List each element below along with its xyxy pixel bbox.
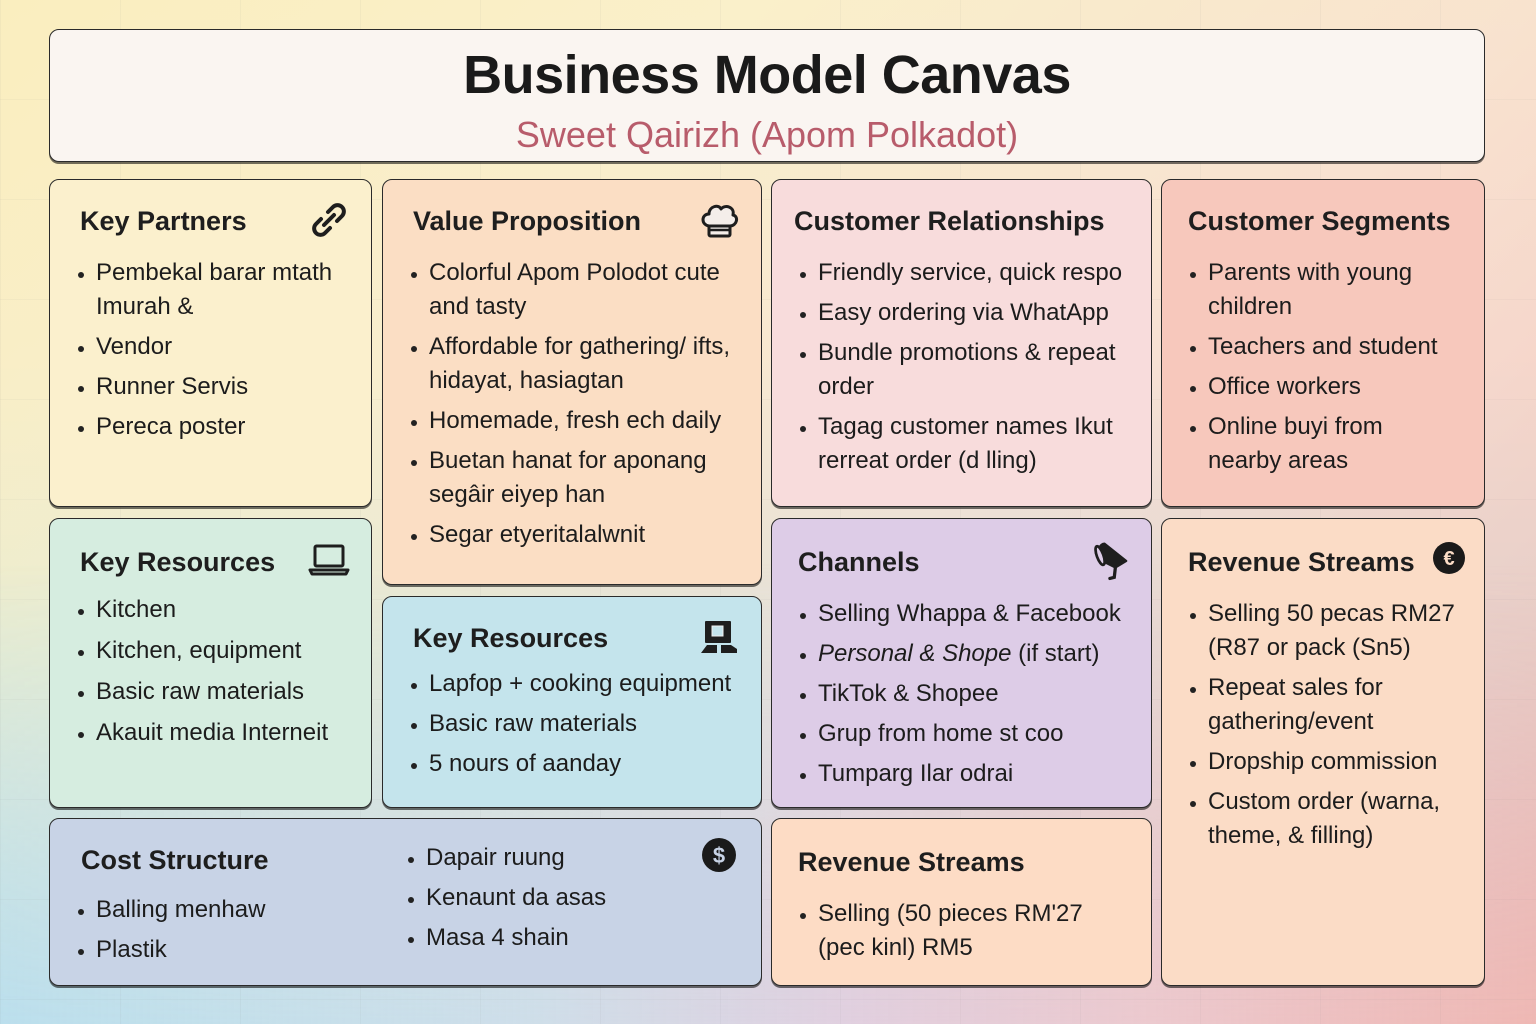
list-item: Dapair ruung bbox=[407, 841, 606, 875]
chef-hat-icon bbox=[697, 198, 741, 242]
workstation-icon bbox=[697, 615, 741, 659]
item-list: Kitchen Kitchen, equipment Basic raw mat… bbox=[78, 593, 345, 750]
list-item: Kitchen, equipment bbox=[78, 634, 345, 668]
cost-list-left: Balling menhaw Plastik bbox=[77, 893, 265, 973]
list-item: Personal & Shope (if start) bbox=[800, 637, 1125, 671]
list-item: Pembekal barar mtath Imurah & bbox=[78, 256, 345, 324]
block-title: Key Resources bbox=[413, 623, 609, 653]
customer-segments-block: Customer Segments Parents with young chi… bbox=[1161, 179, 1485, 507]
list-item: Basic raw materials bbox=[411, 707, 735, 741]
list-item: Buetan hanat for aponang segâir eiyep ha… bbox=[411, 444, 735, 512]
list-item-text: (if start) bbox=[1011, 640, 1100, 667]
block-title: Revenue Streams bbox=[798, 847, 1025, 877]
list-item: Selling Whappa & Facebook bbox=[800, 597, 1125, 631]
item-list: Selling (50 pieces RM'27 (pec kinl) RM5 bbox=[800, 897, 1125, 965]
list-item: Lapfop + cooking equipment bbox=[411, 667, 735, 701]
list-item: Pereca poster bbox=[78, 410, 345, 444]
block-title: Key Partners bbox=[80, 206, 247, 236]
megaphone-icon bbox=[1087, 537, 1131, 581]
list-item: Office workers bbox=[1190, 370, 1458, 404]
list-item: Tagag customer names Ikut rerreat order … bbox=[800, 410, 1125, 478]
list-item: Akauit media Interneit bbox=[78, 716, 345, 750]
block-title: Channels bbox=[798, 547, 920, 577]
item-list: Parents with young children Teachers and… bbox=[1190, 256, 1458, 478]
link-icon bbox=[307, 198, 351, 242]
list-item: Easy ordering via WhatApp bbox=[800, 296, 1125, 330]
list-item: Runner Servis bbox=[78, 370, 345, 404]
list-item: Parents with young children bbox=[1190, 256, 1458, 324]
item-list: Pembekal barar mtath Imurah & Vendor Run… bbox=[78, 256, 345, 444]
block-title: Cost Structure bbox=[81, 845, 269, 875]
list-item: Selling (50 pieces RM'27 (pec kinl) RM5 bbox=[800, 897, 1125, 965]
list-item: Vendor bbox=[78, 330, 345, 364]
key-partners-block: Key Partners Pembekal barar mtath Imurah… bbox=[49, 179, 372, 507]
key-resources-secondary-block: Key Resources Lapfop + cooking equipment… bbox=[382, 596, 762, 808]
list-item: Basic raw materials bbox=[78, 675, 345, 709]
list-item: Bundle promotions & repeat order bbox=[800, 336, 1125, 404]
item-list: Colorful Apom Polodot cute and tasty Aff… bbox=[411, 256, 735, 552]
item-list: Selling 50 pecas RM27 (R87 or pack (Sn5)… bbox=[1190, 597, 1458, 853]
cost-list-right: Dapair ruung Kenaunt da asas Masa 4 shai… bbox=[407, 841, 606, 961]
list-item: Tumparg Ilar odrai bbox=[800, 757, 1125, 791]
key-resources-block: Key Resources Kitchen Kitchen, equipment… bbox=[49, 518, 372, 808]
list-item: Dropship commission bbox=[1190, 745, 1458, 779]
list-item: Friendly service, quick respo bbox=[800, 256, 1125, 290]
value-proposition-block: Value Proposition Colorful Apom Polodot … bbox=[382, 179, 762, 585]
dollar-icon: $ bbox=[701, 837, 737, 873]
list-item: Teachers and student bbox=[1190, 330, 1458, 364]
svg-text:$: $ bbox=[713, 843, 725, 868]
block-title: Customer Relationships bbox=[794, 206, 1105, 236]
list-item: Kenaunt da asas bbox=[407, 881, 606, 915]
list-item-emphasis: Personal & Shope bbox=[818, 640, 1012, 667]
customer-relationships-block: Customer Relationships Friendly service,… bbox=[771, 179, 1152, 507]
list-item: Selling 50 pecas RM27 (R87 or pack (Sn5) bbox=[1190, 597, 1458, 665]
list-item: Grup from home st coo bbox=[800, 717, 1125, 751]
item-list: Selling Whappa & Facebook Personal & Sho… bbox=[800, 597, 1125, 791]
block-title: Key Resources bbox=[80, 547, 276, 577]
channels-block: Channels Selling Whappa & Facebook Perso… bbox=[771, 518, 1152, 808]
block-title: Revenue Streams bbox=[1188, 547, 1415, 577]
list-item: Masa 4 shain bbox=[407, 921, 606, 955]
cost-structure-block: Cost Structure $ Balling menhaw Plastik … bbox=[49, 818, 762, 986]
page-title: Business Model Canvas bbox=[463, 45, 1071, 105]
currency-icon: € bbox=[1432, 541, 1466, 575]
list-item: Custom order (warna, theme, & filling) bbox=[1190, 785, 1458, 853]
revenue-streams-block: Revenue Streams € Selling 50 pecas RM27 … bbox=[1161, 518, 1485, 986]
list-item: Segar etyeritalalwnit bbox=[411, 518, 735, 552]
list-item: 5 nours of aanday bbox=[411, 747, 735, 781]
list-item: Online buyi from nearby areas bbox=[1190, 410, 1458, 478]
list-item: Homemade, fresh ech daily bbox=[411, 404, 735, 438]
block-title: Customer Segments bbox=[1188, 206, 1451, 236]
list-item: Plastik bbox=[77, 933, 265, 967]
revenue-streams-secondary-block: Revenue Streams Selling (50 pieces RM'27… bbox=[771, 818, 1152, 986]
item-list: Lapfop + cooking equipment Basic raw mat… bbox=[411, 667, 735, 781]
canvas-header: Business Model Canvas Sweet Qairizh (Apo… bbox=[49, 29, 1485, 162]
list-item: Affordable for gathering/ ifts, hidayat,… bbox=[411, 330, 735, 398]
svg-text:€: € bbox=[1443, 548, 1454, 570]
list-item: Kitchen bbox=[78, 593, 345, 627]
laptop-icon bbox=[307, 537, 351, 581]
list-item: TikTok & Shopee bbox=[800, 677, 1125, 711]
list-item: Repeat sales for gathering/event bbox=[1190, 671, 1458, 739]
list-item: Colorful Apom Polodot cute and tasty bbox=[411, 256, 735, 324]
list-item: Balling menhaw bbox=[77, 893, 265, 927]
item-list: Friendly service, quick respo Easy order… bbox=[800, 256, 1125, 478]
page-subtitle: Sweet Qairizh (Apom Polkadot) bbox=[515, 114, 1019, 155]
block-title: Value Proposition bbox=[413, 206, 642, 236]
